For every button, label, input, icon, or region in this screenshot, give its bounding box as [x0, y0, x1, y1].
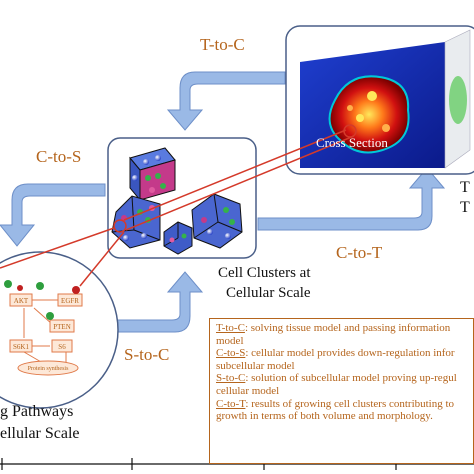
legend-row: S-to-C: solution of subcellular model pr…: [216, 372, 457, 385]
node-protein-synthesis: Protein synthesis: [28, 366, 69, 372]
node-egfr: EGFR: [61, 297, 79, 305]
cell-cube-top: [129, 147, 176, 202]
cellular-caption-line1: Cell Clusters at: [218, 265, 311, 281]
legend-row: T-to-C: solving tissue model and passing…: [216, 322, 451, 334]
legend-row: C-to-T: results of growing cell clusters…: [216, 397, 455, 410]
node-pten: PTEN: [53, 323, 71, 331]
tissue-caption-fragment-1: T: [460, 179, 470, 196]
tissue-caption-fragment-2: T: [460, 199, 470, 216]
c-to-t-label: C-to-T: [336, 243, 383, 262]
node-akt: AKT: [14, 297, 29, 305]
c-to-s-label: C-to-S: [36, 147, 82, 166]
cell-cube-right: [191, 193, 243, 249]
legend-row: cellular model: [216, 384, 280, 397]
cell-cluster-box: [107, 137, 257, 259]
legend-row: model: [216, 334, 244, 347]
node-s6: S6: [58, 343, 66, 351]
s-to-c-arrow: [99, 271, 204, 333]
legend-row: subcellular model: [216, 359, 295, 372]
subcellular-caption-line2: ellular Scale: [0, 425, 80, 442]
s-to-c-label: S-to-C: [124, 345, 170, 364]
legend-row: growth in terms of both volume and morph…: [216, 410, 433, 423]
legend-row: C-to-S: cellular model provides down-reg…: [216, 347, 455, 360]
cell-cube-middle: [163, 221, 193, 255]
tissue-box: [285, 25, 474, 175]
cell-cube-left: [111, 195, 161, 249]
cross-section-label: Cross Section: [316, 135, 388, 150]
node-s6k1: S6K1: [13, 343, 29, 351]
t-to-c-label: T-to-C: [200, 35, 245, 54]
zoom-lines: [0, 129, 355, 287]
cellular-caption-line2: Cellular Scale: [226, 285, 311, 301]
pathway-circle: AKT EGFR PTEN S6K1 S6 Protein synthesis: [0, 251, 119, 409]
t-to-c-arrow: [166, 71, 286, 131]
subcellular-caption-line1: g Pathways: [0, 403, 74, 420]
legend-box: T-to-C: solving tissue model and passing…: [209, 318, 474, 464]
c-to-t-arrow: [257, 167, 446, 231]
c-to-s-arrow: [0, 183, 106, 247]
